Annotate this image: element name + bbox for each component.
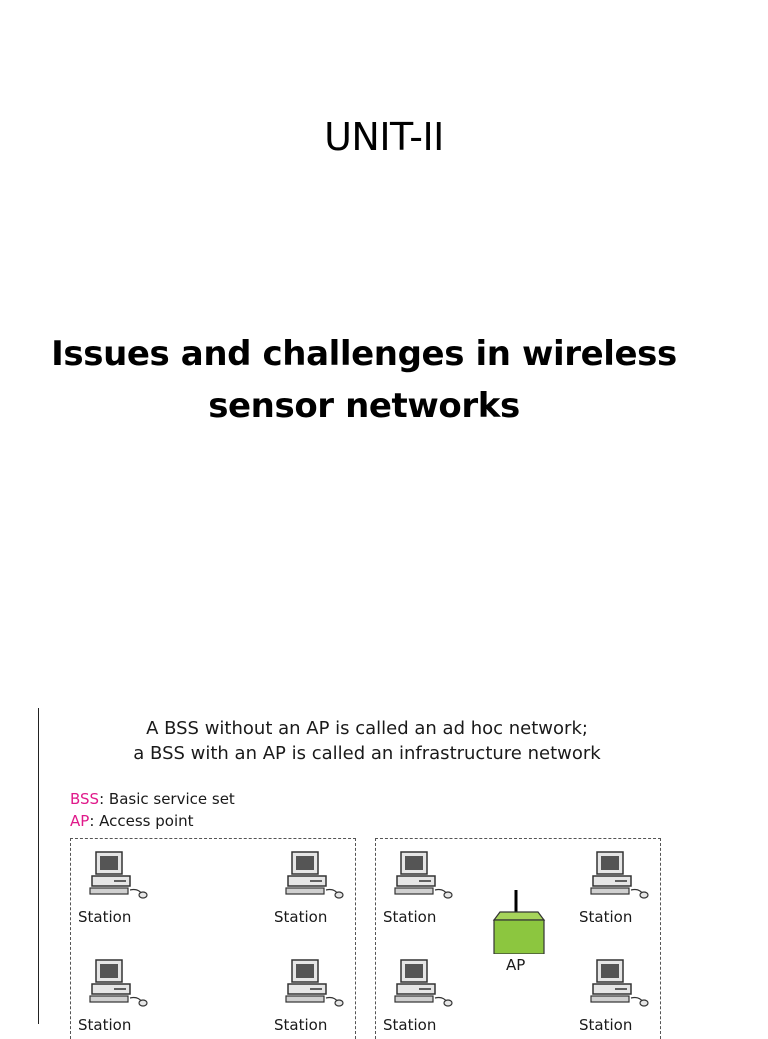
desktop-computer-icon <box>590 959 649 1007</box>
adhoc-station-bottom-right: Station <box>274 958 354 1038</box>
adhoc-station-top-left: Station <box>78 850 158 930</box>
station-label: Station <box>579 908 633 926</box>
adhoc-station-bottom-left: Station <box>78 958 158 1038</box>
station-label: Station <box>579 1016 633 1034</box>
station-label: Station <box>78 1016 132 1034</box>
figure-caption: A BSS without an AP is called an ad hoc … <box>72 716 662 766</box>
unit-title: UNIT-II <box>324 115 444 159</box>
infra-station-top-right: Station <box>579 850 659 930</box>
desktop-computer-icon <box>590 851 649 899</box>
legend-item-ap: AP: Access point <box>70 810 235 832</box>
station-label: Station <box>383 1016 437 1034</box>
infra-station-bottom-left: Station <box>383 958 463 1038</box>
figure-caption-line-1: A BSS without an AP is called an ad hoc … <box>146 718 588 739</box>
slide-heading-line-1: Issues and challenges in wireless <box>51 334 677 374</box>
desktop-computer-icon <box>394 851 453 899</box>
access-point-icon <box>492 890 546 955</box>
station-label: Station <box>274 908 328 926</box>
infra-station-top-left: Station <box>383 850 463 930</box>
adhoc-station-top-right: Station <box>274 850 354 930</box>
legend-item-bss: BSS: Basic service set <box>70 788 235 810</box>
figure-left-border <box>38 708 39 1024</box>
legend-abbr-ap: AP <box>70 812 90 830</box>
station-label: Station <box>383 908 437 926</box>
desktop-computer-icon <box>89 851 148 899</box>
station-label: Station <box>78 908 132 926</box>
legend-abbr-bss: BSS <box>70 790 100 808</box>
bss-figure: A BSS without an AP is called an ad hoc … <box>38 708 678 1039</box>
desktop-computer-icon <box>285 851 344 899</box>
legend-text-ap: : Access point <box>89 812 194 830</box>
infrastructure-bss-box <box>375 838 661 1039</box>
slide-heading: Issues and challenges in wireless sensor… <box>40 328 688 432</box>
desktop-computer-icon <box>285 959 344 1007</box>
desktop-computer-icon <box>394 959 453 1007</box>
access-point: AP <box>490 888 550 978</box>
infra-station-bottom-right: Station <box>579 958 659 1038</box>
slide-heading-line-2: sensor networks <box>208 386 520 426</box>
figure-legend: BSS: Basic service set AP: Access point <box>70 788 235 832</box>
legend-text-bss: : Basic service set <box>99 790 235 808</box>
ap-label: AP <box>506 956 526 974</box>
adhoc-bss-box <box>70 838 356 1039</box>
station-label: Station <box>274 1016 328 1034</box>
desktop-computer-icon <box>89 959 148 1007</box>
figure-caption-line-2: a BSS with an AP is called an infrastruc… <box>133 743 601 764</box>
